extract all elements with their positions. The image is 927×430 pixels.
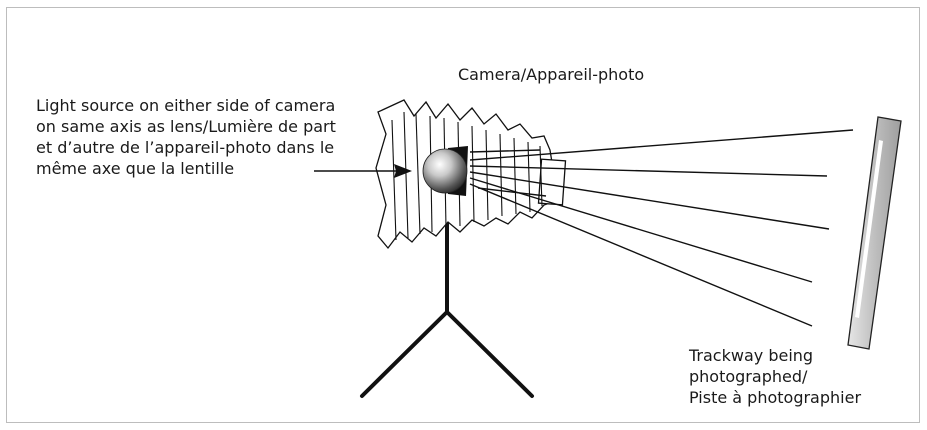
trackway [848, 117, 901, 349]
camera-bellows [376, 100, 566, 248]
light-bulb [423, 149, 467, 193]
tripod-leg-right [447, 312, 532, 396]
camera-label: Camera/Appareil-photo [458, 64, 644, 85]
light-source-label-line: Light source on either side of camera [36, 95, 336, 116]
ray-5 [470, 184, 812, 326]
light-source-label: Light source on either side of camera on… [36, 95, 336, 179]
trackway-label-line: photographed/ [689, 366, 861, 387]
light-source-label-line: même axe que la lentille [36, 158, 336, 179]
trackway-label: Trackway being photographed/ Piste à pho… [689, 345, 861, 408]
camera-lens-box [538, 159, 565, 205]
light-source-label-line: et d’autre de l’appareil-photo dans le [36, 137, 336, 158]
trackway-label-line: Piste à photographier [689, 387, 861, 408]
light-source-label-line: on same axis as lens/Lumière de part [36, 116, 336, 137]
tripod-leg-left [362, 312, 447, 396]
trackway-label-line: Trackway being [689, 345, 861, 366]
